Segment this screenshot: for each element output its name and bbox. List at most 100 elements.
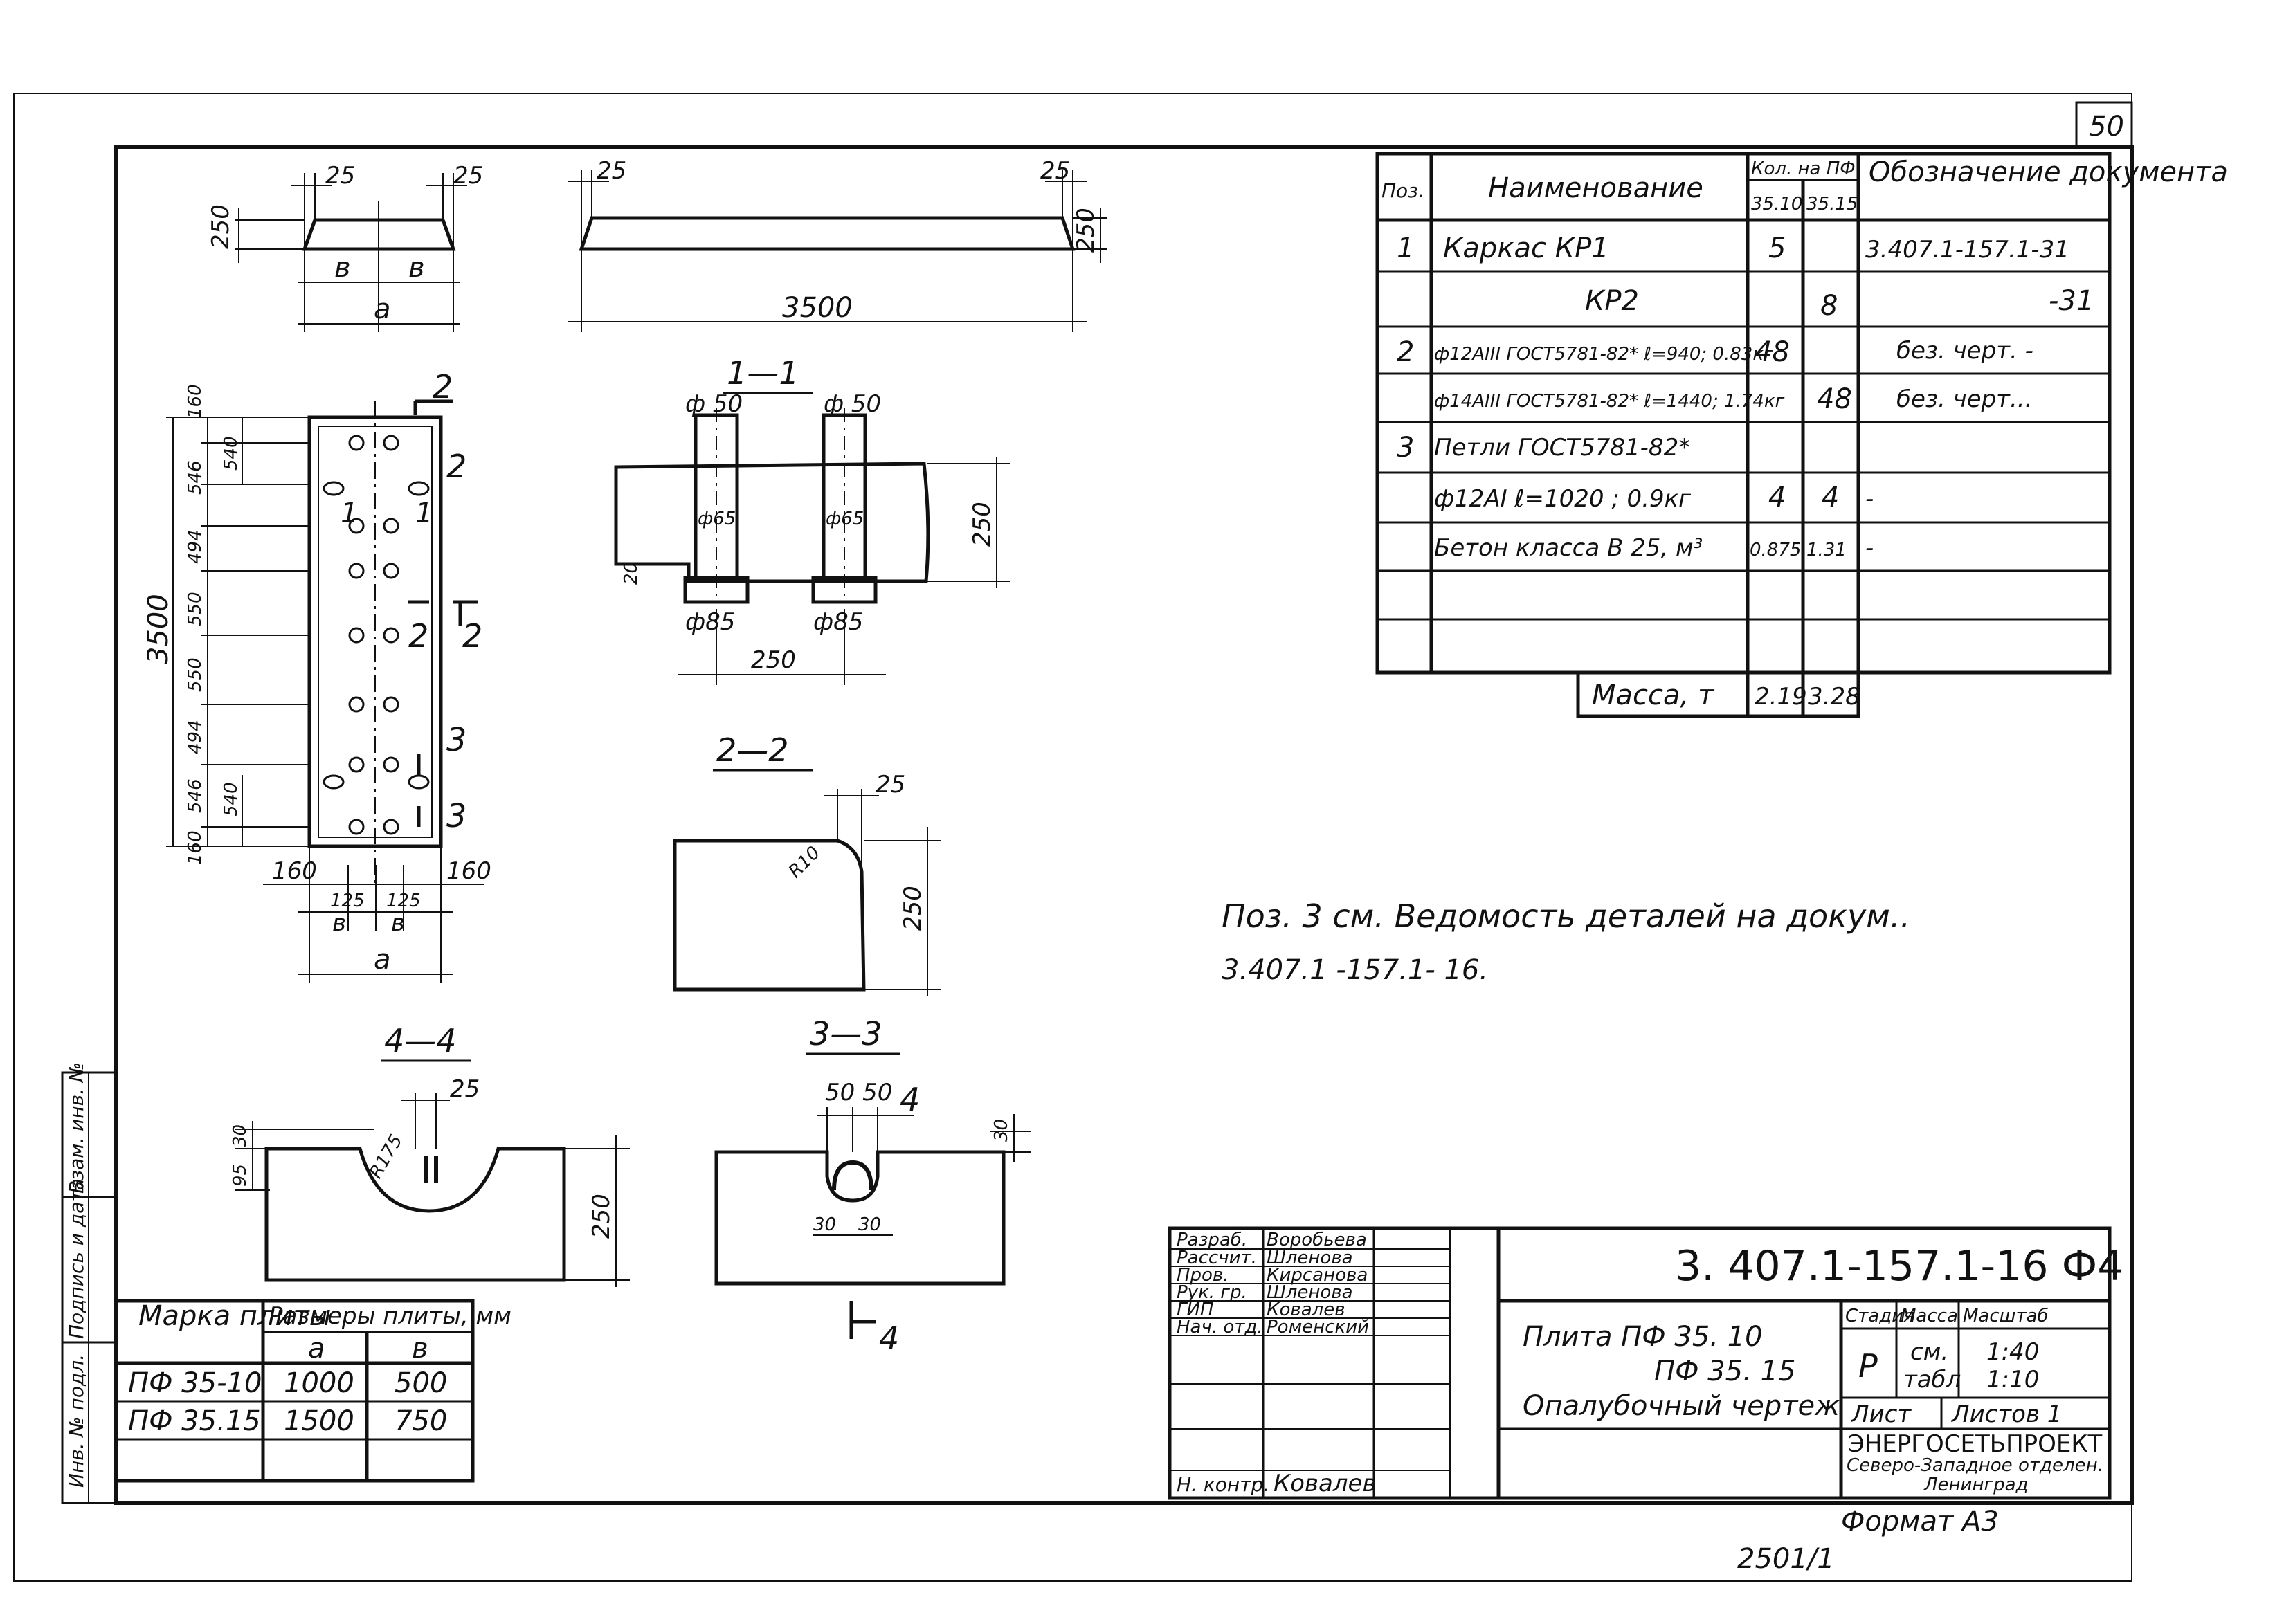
tb-role-6: Нач. отд.: [1177, 1317, 1263, 1338]
spec-head-qty-b: 35.15: [1806, 194, 1858, 215]
spec-r2-doc: -31: [2049, 285, 2094, 317]
tb-norm-name: Ковалев: [1274, 1470, 1377, 1497]
plates-head-a: а: [308, 1333, 325, 1365]
tb-norm-role: Н. контр.: [1177, 1473, 1269, 1496]
plates-r1-a: 1000: [284, 1367, 354, 1399]
sec1-phi50-left: ф 50: [685, 390, 743, 418]
sheet-frame: 50 Формат А3 2501/1: [13, 93, 2134, 1582]
spec-table: Поз. Наименование Кол. на ПФ 35.10 35.15…: [1375, 152, 2228, 718]
spec-r3-qa: 48: [1755, 336, 1790, 368]
top-dim-250: 250: [207, 204, 235, 249]
note-line-1: Поз. 3 см. Ведомость деталей на докум..: [1222, 897, 1910, 935]
plan-seg-2: 546: [185, 460, 206, 495]
plan-bottom-b-left: в: [332, 909, 346, 937]
sec3-dim-30-right: 30: [858, 1214, 881, 1235]
sec3-cut-4: 4: [879, 1320, 899, 1357]
sec1-phi65-right: ф65: [826, 509, 864, 529]
spec-r6-qb: 4: [1822, 482, 1839, 513]
spec-r7-qa: 0.875: [1750, 540, 1801, 560]
sec2-dim-25: 25: [876, 771, 905, 799]
inventory-number: 2501/1: [1737, 1543, 1835, 1575]
note: Поз. 3 см. Ведомость деталей на докум.. …: [1222, 897, 1910, 986]
spec-r7-qb: 1.31: [1806, 540, 1847, 560]
tb-head-mass: Масса: [1901, 1306, 1958, 1326]
tb-mass-2: табл: [1903, 1366, 1961, 1394]
spec-head-pos: Поз.: [1381, 179, 1424, 202]
plates-head-mark: Марка плиты: [138, 1300, 331, 1332]
sec4-radius: R175: [365, 1131, 407, 1183]
plan-cut-2-out: 2: [462, 617, 482, 655]
section-3-title: 3—3: [810, 1015, 882, 1052]
sec3-dim-30-top: 30: [991, 1119, 1012, 1142]
top-dim-25-left: 25: [325, 162, 355, 190]
side-dim-25-right: 25: [1040, 157, 1070, 185]
tb-role-1: Разраб.: [1177, 1230, 1247, 1250]
spec-head-doc: Обозначение документа: [1869, 156, 2228, 188]
note-line-2: 3.407.1 -157.1- 16.: [1222, 954, 1488, 986]
plates-table: Марка плиты Размеры плиты, мм а в ПФ 35-…: [114, 1299, 511, 1483]
plan-dim-total: 3500: [143, 594, 174, 664]
top-label-a: а: [374, 293, 391, 325]
side-view: 25 25 250 3500: [568, 157, 1107, 332]
tb-name-5: Ковалев: [1267, 1299, 1345, 1320]
plan-cut-2-top: 2: [433, 368, 453, 405]
tb-title-3: Опалубочный чертеж: [1523, 1390, 1840, 1422]
spec-r4-name: ф14АIII ГОСТ5781-82* ℓ=1440; 1.74кг: [1434, 391, 1785, 412]
plan-cut-3-top: 3: [446, 721, 466, 758]
tb-name-6: Роменский: [1267, 1317, 1369, 1338]
sec3-dim-50-50: 50 50: [825, 1079, 892, 1106]
sec2-dim-250: 250: [899, 886, 927, 931]
spec-head-name: Наименование: [1488, 172, 1703, 204]
plan-seg-6: 494: [185, 720, 206, 754]
plan-inner-540-bottom: 540: [221, 782, 242, 816]
sec3-dim-30-left: 30: [813, 1214, 836, 1235]
tb-head-stage: Стадия: [1845, 1306, 1914, 1326]
spec-head-qty-a: 35.10: [1751, 194, 1802, 215]
spec-r4-qb: 48: [1817, 383, 1852, 415]
spec-r3-doc: без. черт. -: [1896, 337, 2033, 365]
spec-mass-label: Масса, т: [1592, 679, 1715, 711]
spec-r1-name: Каркас КР1: [1443, 232, 1609, 264]
plan-cut-2-right: 2: [446, 448, 466, 485]
sec4-dim-25: 25: [450, 1075, 480, 1103]
tb-scale-1: 1:40: [1986, 1338, 2039, 1366]
plan-inner-540-top: 540: [221, 436, 242, 471]
tb-title-2: ПФ 35. 15: [1654, 1356, 1795, 1387]
section-4-title: 4—4: [384, 1022, 457, 1059]
section-3-3: 3—3 50 50 4 30 30 30 4: [714, 1015, 1031, 1357]
tb-mass-1: см.: [1910, 1338, 1948, 1366]
stamp-sign: Подпись и дата: [65, 1178, 88, 1339]
plan-view: 3500 160 546 494 550 550 494 546 160 540…: [143, 368, 491, 983]
tb-stage: Р: [1858, 1347, 1878, 1385]
spec-r6-name: ф12АI ℓ=1020 ; 0.9кг: [1434, 485, 1692, 513]
plan-seg-3: 494: [185, 529, 206, 564]
stamp-inv: Инв. № подл.: [65, 1354, 88, 1488]
spec-mass-a: 2.19: [1755, 683, 1807, 711]
sec3-dim-4: 4: [900, 1081, 920, 1118]
plan-bottom-125-left: 125: [330, 891, 365, 911]
section-4-4: 4—4 25 R175 30 95 250: [230, 1022, 630, 1287]
spec-r3-pos: 2: [1397, 336, 1414, 368]
spec-r4-doc: без. черт...: [1896, 385, 2032, 413]
spec-r1-pos: 1: [1397, 232, 1414, 264]
plan-seg-4: 550: [185, 592, 206, 626]
plan-seg-8: 160: [185, 830, 206, 865]
spec-r5-pos: 3: [1397, 432, 1414, 464]
tb-role-3: Пров.: [1177, 1265, 1229, 1286]
spec-r6-qa: 4: [1768, 482, 1786, 513]
spec-r2-name: КР2: [1585, 285, 1639, 317]
top-view: 25 25 250 в в а: [207, 162, 483, 332]
plan-holes: [323, 435, 430, 835]
plates-r1-b: 500: [395, 1367, 447, 1399]
spec-r2-qb: 8: [1820, 290, 1838, 322]
plates-r2-a: 1500: [284, 1405, 354, 1437]
sec1-phi85-left: ф85: [685, 608, 735, 636]
sec1-dim-20: 20: [621, 562, 642, 585]
sec1-phi50-right: ф 50: [824, 390, 881, 418]
section-1-1: 1—1 ф 50 ф 50 ф65 ф65 ф85 ф85 250 250 20: [614, 354, 1010, 685]
side-dim-250: 250: [1072, 208, 1100, 253]
tb-role-4: Рук. гр.: [1177, 1282, 1247, 1303]
plan-cut-1-right: 1: [415, 498, 433, 529]
sec4-dim-95: 95: [230, 1164, 251, 1187]
tb-name-3: Кирсанова: [1267, 1265, 1368, 1286]
